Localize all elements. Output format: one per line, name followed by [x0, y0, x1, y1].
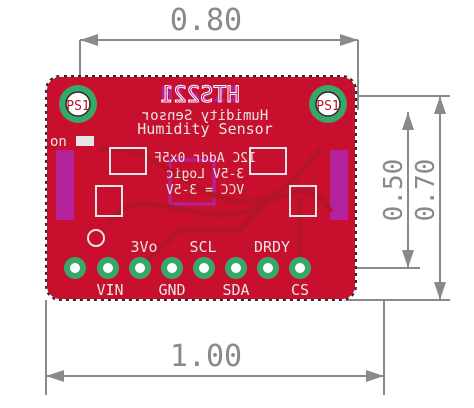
hole-left-label: PS1 [66, 99, 89, 114]
bottom-dimension [45, 300, 385, 395]
right-inner-dimension-label: 0.50 [379, 159, 409, 222]
hole-right-label: PS1 [316, 99, 339, 114]
mirrored-text-block: I2C Addr 0x5F 3-5V Logic VCC = 3-5V [154, 151, 256, 198]
board-title-mirrored: HTS221 [160, 83, 239, 108]
pin-label-sda: SDA [222, 281, 249, 299]
traces [97, 146, 333, 271]
pin-label-cs: CS [291, 281, 309, 299]
mirrored-line: VCC = 3-5V [166, 183, 244, 198]
right-outer-dimension-label: 0.70 [411, 159, 441, 222]
pin-label-vin: VIN [96, 281, 123, 299]
board-title: HTS221 [160, 83, 239, 108]
top-dimension-label: 0.80 [170, 3, 242, 38]
pin-label-scl: SCL [189, 238, 216, 256]
board-subtitle: Humidity Sensor [137, 120, 272, 138]
mirrored-line: I2C Addr 0x5F [154, 151, 256, 166]
led [76, 136, 94, 146]
pin-header [64, 257, 311, 279]
right-component [330, 150, 348, 220]
pcb-board: PS1 PS1 HTS221 HTS221 Humidity Sensor Hu… [45, 75, 357, 301]
mirrored-line: 3-5V Logic [166, 167, 244, 182]
pin-label-3vo: 3Vo [130, 238, 157, 256]
bottom-dimension-label: 1.00 [170, 339, 242, 374]
pin-label-gnd: GND [158, 281, 185, 299]
mounting-hole-right [309, 85, 347, 123]
mounting-hole-left [59, 85, 97, 123]
board-subtitle-mirrored: Humidity Sensor [142, 108, 268, 124]
pin-label-drdy: DRDY [254, 238, 290, 256]
left-component [56, 150, 74, 220]
on-label: on [50, 134, 67, 150]
silkscreen [87, 147, 317, 247]
center-chip [168, 158, 216, 206]
